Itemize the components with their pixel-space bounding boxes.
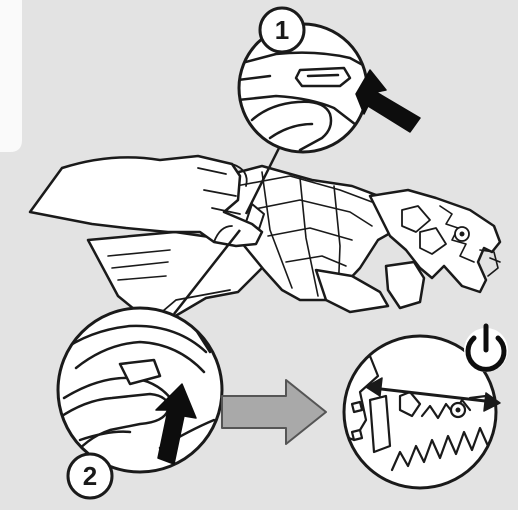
step-1-number: 1 [275,15,289,45]
side-panel [0,0,22,152]
step-2-number: 2 [83,461,97,491]
